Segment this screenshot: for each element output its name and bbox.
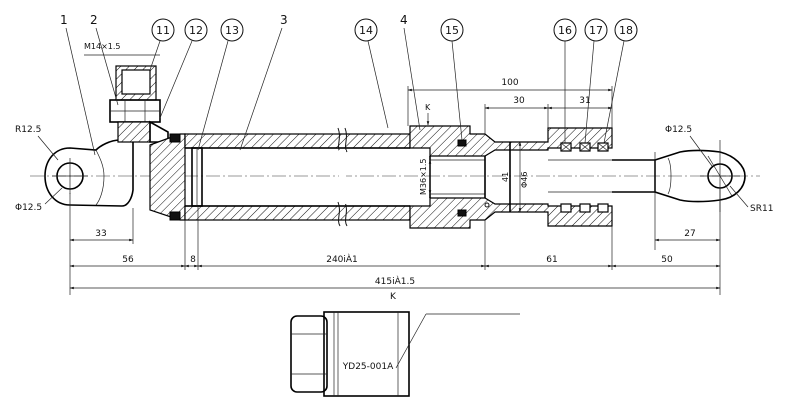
svg-text:K: K	[425, 103, 431, 112]
svg-text:33: 33	[95, 229, 106, 239]
svg-text:M14×1.5: M14×1.5	[84, 42, 121, 51]
balloon-14: 14	[354, 18, 389, 129]
dim-sphere-right: SR11	[729, 185, 773, 214]
part-label-3: 3	[239, 13, 288, 151]
svg-text:15: 15	[445, 24, 459, 37]
dim-27: 27	[654, 229, 721, 242]
cylinder-barrel	[184, 127, 411, 227]
svg-text:17: 17	[589, 24, 603, 37]
svg-text:16: 16	[558, 24, 572, 37]
piston-rod	[548, 159, 655, 193]
svg-text:27: 27	[684, 229, 695, 239]
left-clevis-eye	[44, 139, 134, 207]
balloon-15: 15	[440, 18, 464, 141]
dim-30: 30	[484, 96, 549, 134]
balloon-11: 11	[149, 18, 175, 71]
dim-chain-row	[69, 188, 721, 295]
svg-text:415iÀ1.5: 415iÀ1.5	[375, 275, 415, 287]
detail-part-code: YD25-001A	[342, 362, 394, 372]
svg-text:SR11: SR11	[750, 204, 773, 214]
svg-text:R12.5: R12.5	[15, 125, 41, 135]
dim-61: 61	[546, 255, 557, 265]
svg-text:1: 1	[60, 13, 68, 27]
dim-33: 33	[69, 193, 134, 295]
dim-overall-k: K	[390, 292, 397, 302]
svg-text:Φ12.5: Φ12.5	[665, 125, 692, 135]
piston-left	[191, 147, 203, 207]
dim-50: 50	[661, 255, 673, 265]
balloon-18: 18	[603, 18, 638, 144]
part-label-2: 2	[90, 13, 119, 106]
svg-text:13: 13	[225, 24, 239, 37]
balloon-13: 13	[197, 18, 244, 151]
cylinder-head	[409, 125, 613, 229]
dim-diameter-left: Φ12.5	[15, 187, 63, 213]
svg-text:2: 2	[90, 13, 98, 27]
balloon-16: 16	[553, 18, 577, 143]
svg-text:Φ46: Φ46	[520, 172, 529, 188]
svg-text:100: 100	[501, 78, 518, 88]
marker-k: K	[425, 103, 431, 126]
dim-240: 240iÀ1	[326, 253, 358, 265]
dim-8: 8	[190, 255, 196, 265]
dim-radius-left: R12.5	[15, 125, 59, 161]
svg-text:31: 31	[579, 96, 590, 106]
dim-31: 31	[547, 96, 613, 110]
dim-diameter-right: Φ12.5	[665, 125, 713, 167]
svg-text:41: 41	[501, 172, 510, 182]
balloon-17: 17	[584, 18, 608, 144]
right-rod-eye	[654, 140, 746, 250]
dim-bore-46: Φ46	[518, 141, 529, 213]
svg-text:3: 3	[280, 13, 288, 27]
svg-text:14: 14	[359, 24, 373, 37]
dim-bore-41: 41	[501, 172, 510, 182]
dim-thread-fitting: M14×1.5	[84, 42, 160, 56]
svg-text:30: 30	[513, 96, 525, 106]
svg-text:Φ12.5: Φ12.5	[15, 203, 42, 213]
balloon-12: 12	[159, 18, 208, 119]
detail-part-view: YD25-001A	[290, 311, 520, 397]
dim-415: 415iÀ1.5	[69, 275, 721, 290]
dim-56: 56	[122, 255, 134, 265]
part-label-1: 1	[60, 13, 96, 156]
cylinder-left-cap	[149, 133, 186, 221]
svg-text:M36×1.5: M36×1.5	[419, 158, 428, 195]
svg-text:11: 11	[156, 24, 170, 37]
svg-text:K: K	[390, 292, 397, 302]
svg-text:4: 4	[400, 13, 408, 27]
svg-text:18: 18	[619, 24, 633, 37]
dim-thread-piston: M36×1.5	[419, 158, 432, 195]
svg-text:12: 12	[189, 24, 203, 37]
hydraulic-fitting	[109, 65, 169, 143]
part-label-4: 4	[400, 13, 421, 131]
